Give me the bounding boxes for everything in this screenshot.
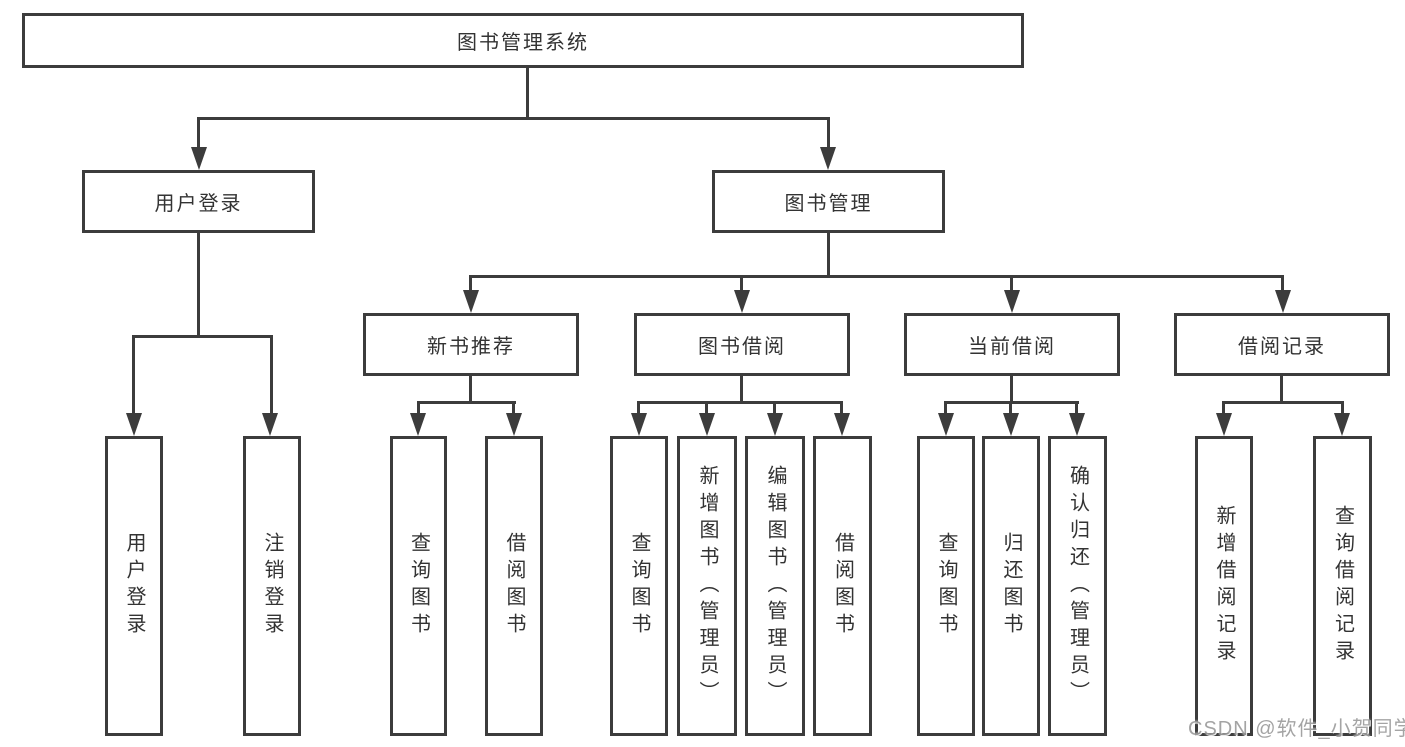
edge-line <box>1010 374 1013 404</box>
edge-line <box>270 335 273 419</box>
edge-arrowhead-down <box>506 413 522 436</box>
leaf-label: 借阅图书 <box>831 532 854 640</box>
edge-line <box>840 401 843 417</box>
leaf-label: 查询借阅记录 <box>1331 505 1354 667</box>
leaf-label: 用户登录 <box>123 532 145 640</box>
edge-line <box>197 117 200 153</box>
edge-arrowhead-down <box>938 413 954 436</box>
leaf-label: 借阅图书 <box>503 532 525 640</box>
leaf-label: 注销登录 <box>261 532 283 640</box>
node-label: 借阅记录 <box>1238 336 1326 358</box>
edge-line <box>197 231 200 337</box>
edge-line <box>827 231 830 278</box>
leaf-logout: 注销登录 <box>243 436 301 736</box>
edge-line <box>526 66 529 120</box>
node-book-management: 图书管理 <box>712 170 945 233</box>
edge-line <box>1075 401 1078 417</box>
edge-line <box>705 401 708 417</box>
leaf-edit-book-admin: 编辑图书（管理员） <box>745 436 805 736</box>
edge-arrowhead-down <box>834 413 850 436</box>
edge-arrowhead-down <box>767 413 783 436</box>
leaf-user-login: 用户登录 <box>105 436 163 736</box>
edge-line <box>417 401 516 404</box>
edge-arrowhead-down <box>1216 413 1232 436</box>
edge-line <box>1341 401 1344 417</box>
edge-line <box>1010 275 1013 295</box>
edge-line <box>469 275 472 295</box>
node-book-borrow: 图书借阅 <box>634 313 850 376</box>
node-label: 图书管理 <box>784 193 873 215</box>
edge-line <box>132 335 273 338</box>
leaf-query-book-recommend: 查询图书 <box>390 436 447 736</box>
edge-arrowhead-down <box>191 147 207 170</box>
node-label: 新书推荐 <box>427 336 515 358</box>
leaf-label: 新增图书（管理员） <box>696 464 718 708</box>
leaf-add-borrow-record: 新增借阅记录 <box>1195 436 1253 736</box>
node-current-borrow: 当前借阅 <box>904 313 1120 376</box>
leaf-confirm-return-admin: 确认归还（管理员） <box>1048 436 1107 736</box>
edge-arrowhead-down <box>262 413 278 436</box>
node-label: 图书管理系统 <box>457 32 589 54</box>
leaf-query-book-borrow: 查询图书 <box>610 436 668 736</box>
node-new-book-recommend: 新书推荐 <box>363 313 579 376</box>
leaf-add-book-admin: 新增图书（管理员） <box>677 436 737 736</box>
leaf-label: 新增借阅记录 <box>1213 505 1235 667</box>
leaf-borrow-book-recommend: 借阅图书 <box>485 436 543 736</box>
leaf-label: 确认归还（管理员） <box>1066 464 1089 708</box>
edge-line <box>1222 401 1344 404</box>
edge-line <box>740 374 743 404</box>
edge-line <box>512 401 515 417</box>
edge-arrowhead-down <box>1003 413 1019 436</box>
edge-line <box>637 401 640 417</box>
edge-arrowhead-down <box>699 413 715 436</box>
edge-arrowhead-down <box>126 413 142 436</box>
edge-line <box>417 401 420 417</box>
edge-arrowhead-down <box>1334 413 1350 436</box>
leaf-label: 查询图书 <box>407 532 430 640</box>
node-label: 用户登录 <box>154 193 243 215</box>
edge-line <box>1009 401 1012 417</box>
leaf-query-borrow-record: 查询借阅记录 <box>1313 436 1372 736</box>
edge-line <box>469 275 1284 278</box>
leaf-label: 编辑图书（管理员） <box>764 464 786 708</box>
edge-arrowhead-down <box>820 147 836 170</box>
leaf-borrow-book: 借阅图书 <box>813 436 872 736</box>
leaf-query-book-current: 查询图书 <box>917 436 975 736</box>
edge-line <box>1222 401 1225 417</box>
edge-line <box>469 374 472 404</box>
edge-arrowhead-down <box>1004 290 1020 313</box>
edge-line <box>197 117 830 120</box>
node-borrow-records: 借阅记录 <box>1174 313 1390 376</box>
edge-line <box>773 401 776 417</box>
node-label: 图书借阅 <box>698 336 786 358</box>
edge-line <box>1281 275 1284 295</box>
watermark: CSDN @软件_小贺同学 <box>1188 718 1405 740</box>
leaf-label: 查询图书 <box>628 532 650 640</box>
edge-line <box>132 335 135 419</box>
edge-arrowhead-down <box>734 290 750 313</box>
node-label: 当前借阅 <box>968 336 1056 358</box>
leaf-return-book: 归还图书 <box>982 436 1040 736</box>
edge-line <box>1280 374 1283 404</box>
edge-line <box>827 117 830 153</box>
leaf-label: 查询图书 <box>935 532 957 640</box>
edge-arrowhead-down <box>1069 413 1085 436</box>
edge-arrowhead-down <box>1275 290 1291 313</box>
node-root: 图书管理系统 <box>22 13 1024 68</box>
edge-arrowhead-down <box>631 413 647 436</box>
edge-line <box>944 401 947 417</box>
edge-arrowhead-down <box>410 413 426 436</box>
node-user-login: 用户登录 <box>82 170 315 233</box>
edge-line <box>637 401 843 404</box>
leaf-label: 归还图书 <box>1000 532 1022 640</box>
edge-line <box>740 275 743 295</box>
edge-arrowhead-down <box>463 290 479 313</box>
